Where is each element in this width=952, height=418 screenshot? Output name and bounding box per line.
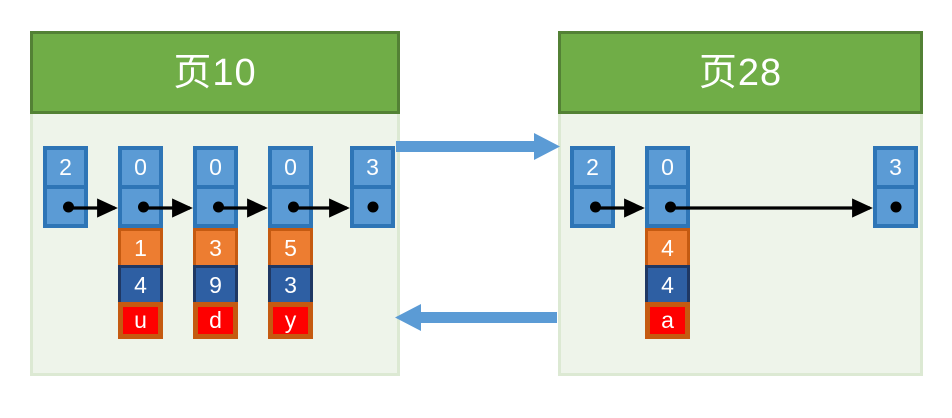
- node-pointer-cell: [570, 187, 615, 228]
- node-data-stack: 3 9 d: [193, 228, 238, 339]
- stack-cell-value: y: [284, 307, 297, 333]
- stack-cell-red: a: [645, 302, 690, 339]
- list-node[interactable]: 0: [645, 146, 690, 228]
- page-container-page-28: 页28 2 0 4 4: [558, 31, 923, 376]
- stack-cell-value: 3: [209, 234, 222, 261]
- stack-cell-blue: 4: [645, 265, 690, 302]
- stack-cell-value: d: [209, 307, 222, 333]
- stack-cell-red: u: [118, 302, 163, 339]
- page-container-page-10: 页10 2 0 1 4: [30, 31, 400, 376]
- stack-cell-orange: 3: [193, 228, 238, 265]
- pointer-dot-icon: [890, 201, 901, 212]
- node-key-value: 2: [59, 154, 72, 180]
- node-data-stack: 1 4 u: [118, 228, 163, 339]
- stack-cell-value: 9: [209, 271, 222, 298]
- stack-cell-value: 4: [134, 271, 147, 298]
- node-data-stack: 5 3 y: [268, 228, 313, 339]
- node-key-cell: 0: [268, 146, 313, 187]
- page-link-arrow-backward: [395, 304, 557, 331]
- page-link-arrow-forward: [396, 133, 560, 160]
- stack-cell-blue: 4: [118, 265, 163, 302]
- node-key-value: 0: [661, 154, 674, 180]
- node-key-value: 0: [134, 154, 147, 180]
- list-node[interactable]: 0: [268, 146, 313, 228]
- stack-cell-orange: 4: [645, 228, 690, 265]
- node-pointer-cell: [645, 187, 690, 228]
- node-key-cell: 2: [570, 146, 615, 187]
- stack-cell-value: 1: [134, 234, 147, 261]
- page-header-page-28: 页28: [558, 31, 923, 114]
- pointer-dot-icon: [63, 201, 74, 212]
- page-body-page-28: [558, 114, 923, 376]
- stack-cell-value: u: [134, 307, 147, 333]
- stack-cell-red: d: [193, 302, 238, 339]
- node-pointer-cell: [43, 187, 88, 228]
- pointer-dot-icon: [665, 201, 676, 212]
- stack-cell-orange: 1: [118, 228, 163, 265]
- node-key-value: 2: [586, 154, 599, 180]
- stack-cell-value: 5: [284, 234, 297, 261]
- stack-cell-red: y: [268, 302, 313, 339]
- node-pointer-cell: [193, 187, 238, 228]
- stack-cell-value: 4: [661, 234, 674, 261]
- node-pointer-cell: [350, 187, 395, 228]
- pointer-dot-icon: [367, 201, 378, 212]
- node-key-cell: 3: [873, 146, 918, 187]
- node-key-cell: 3: [350, 146, 395, 187]
- list-node[interactable]: 0: [118, 146, 163, 228]
- pointer-dot-icon: [590, 201, 601, 212]
- node-data-stack: 4 4 a: [645, 228, 690, 339]
- node-pointer-cell: [118, 187, 163, 228]
- pointer-dot-icon: [213, 201, 224, 212]
- stack-cell-value: a: [661, 307, 674, 333]
- node-key-value: 0: [209, 154, 222, 180]
- page-title-page-28: 页28: [698, 51, 783, 94]
- node-key-value: 3: [889, 154, 902, 180]
- node-key-cell: 0: [645, 146, 690, 187]
- node-key-value: 3: [366, 154, 379, 180]
- page-title-page-10: 页10: [173, 51, 257, 94]
- stack-cell-value: 3: [284, 271, 297, 298]
- list-node[interactable]: 3: [350, 146, 395, 228]
- stack-cell-blue: 9: [193, 265, 238, 302]
- node-key-cell: 0: [118, 146, 163, 187]
- list-node[interactable]: 2: [43, 146, 88, 228]
- node-key-cell: 2: [43, 146, 88, 187]
- node-key-cell: 0: [193, 146, 238, 187]
- pointer-dot-icon: [138, 201, 149, 212]
- pointer-dot-icon: [288, 201, 299, 212]
- list-node[interactable]: 2: [570, 146, 615, 228]
- node-key-value: 0: [284, 154, 297, 180]
- stack-cell-orange: 5: [268, 228, 313, 265]
- list-node[interactable]: 0: [193, 146, 238, 228]
- node-pointer-cell: [268, 187, 313, 228]
- stack-cell-blue: 3: [268, 265, 313, 302]
- stack-cell-value: 4: [661, 271, 674, 298]
- node-pointer-cell: [873, 187, 918, 228]
- list-node[interactable]: 3: [873, 146, 918, 228]
- page-header-page-10: 页10: [30, 31, 400, 114]
